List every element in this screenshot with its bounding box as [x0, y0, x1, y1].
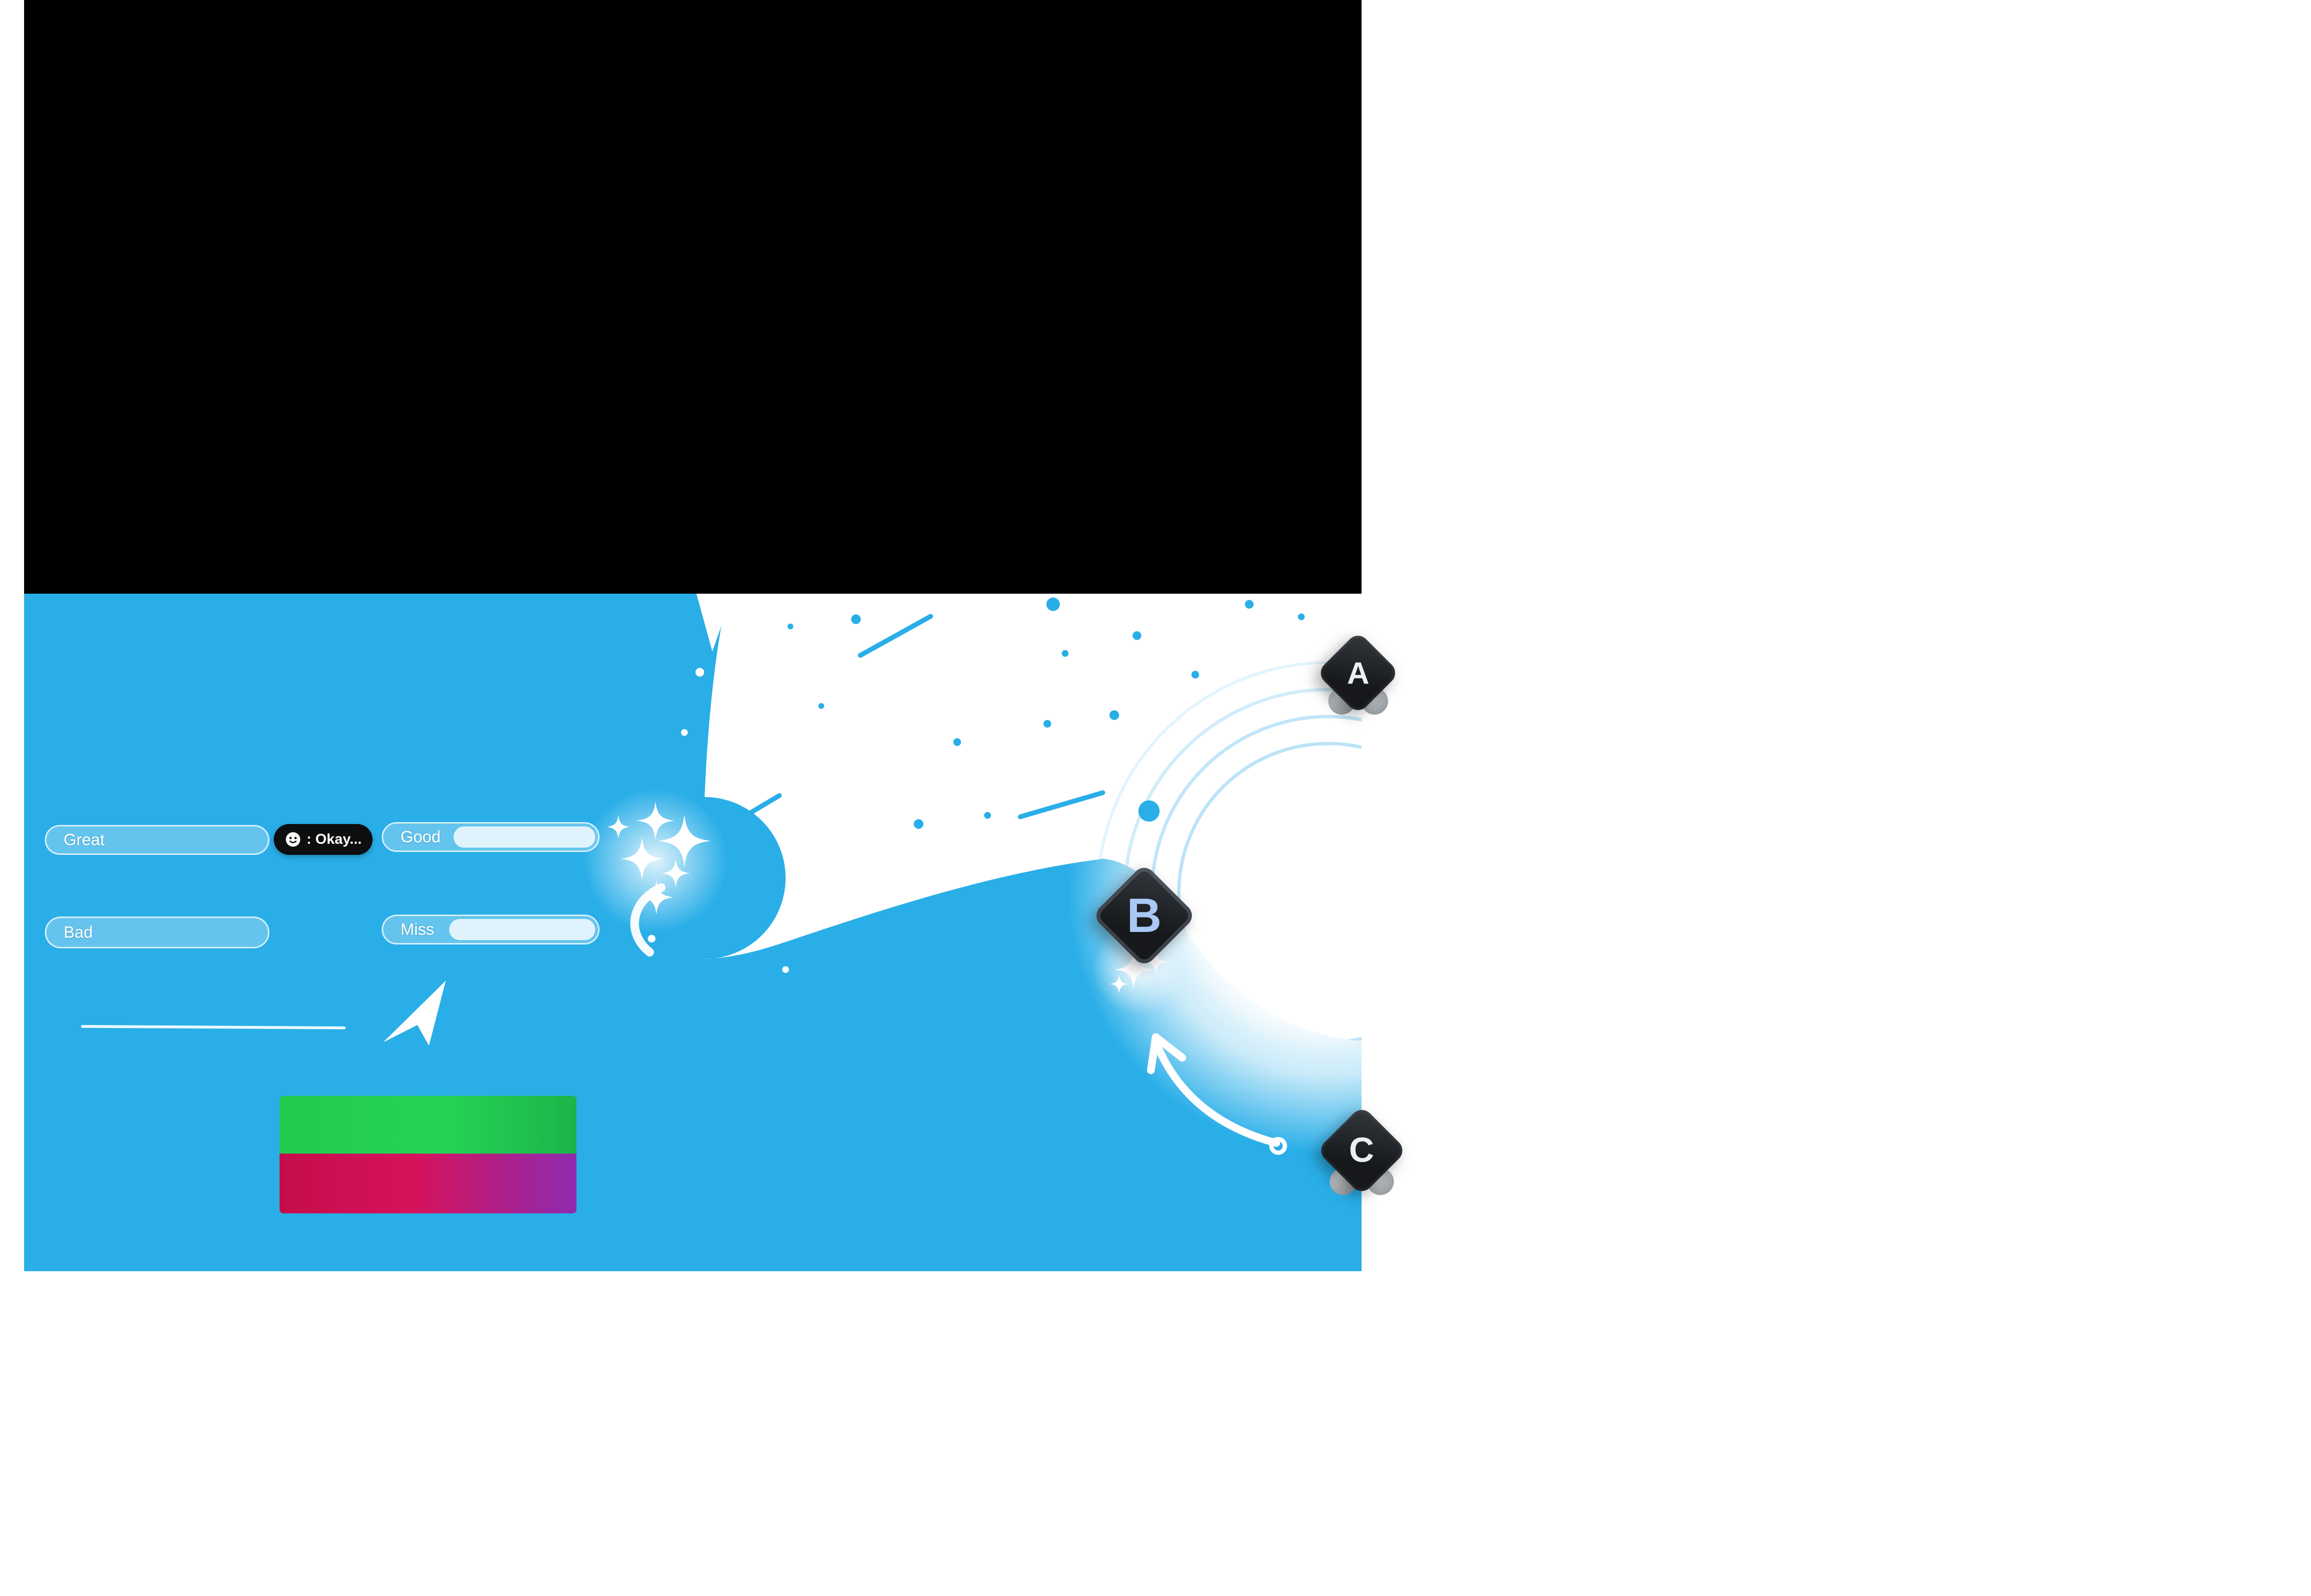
judgement-fill-bar	[453, 826, 595, 848]
chat-bubble: : Okay...	[274, 824, 373, 855]
judgement-label: Bad	[64, 923, 93, 942]
judgement-label: Good	[401, 827, 441, 846]
smiley-icon	[284, 831, 302, 848]
key-letter: A	[1347, 656, 1370, 691]
judgement-pill-bad: Bad	[45, 917, 269, 948]
judgement-label: Great	[64, 830, 105, 849]
key-letter: C	[1349, 1131, 1374, 1170]
meter-green-bar	[280, 1096, 576, 1154]
meter-bars	[280, 1096, 576, 1213]
key-prompt-c[interactable]: C	[1316, 1104, 1407, 1196]
chat-text: : Okay...	[307, 831, 362, 847]
judgement-fill-bar	[449, 919, 595, 940]
judgement-pill-great: Great	[45, 825, 269, 855]
judgement-pill-good: Good	[382, 822, 600, 852]
key-letter: B	[1126, 888, 1162, 943]
judgement-label: Miss	[401, 920, 434, 939]
key-prompt-b[interactable]: B	[1091, 863, 1197, 969]
key-prompt-a[interactable]: A	[1316, 631, 1401, 716]
judgement-pill-miss: Miss	[382, 915, 600, 944]
meter-red-bar	[280, 1154, 576, 1213]
cutscene-black-area	[24, 0, 1362, 594]
